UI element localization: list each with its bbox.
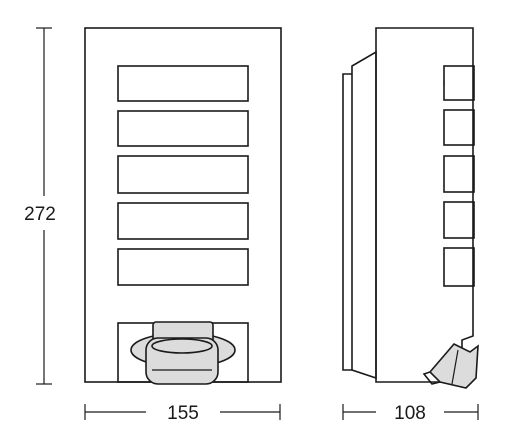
front-view [84, 27, 282, 385]
side-sensor-mount [422, 371, 441, 385]
front-slat-3 [117, 155, 249, 194]
side-sensor-head [428, 343, 479, 389]
front-sensor-lens-edge [151, 338, 213, 354]
side-slat-3 [443, 155, 475, 193]
depth-label: 108 [394, 403, 426, 424]
front-slat-2 [117, 110, 249, 147]
depth-dimension: 108 [342, 403, 479, 424]
side-housing [375, 27, 474, 383]
side-sensor-seam [451, 349, 459, 385]
side-view [342, 27, 479, 389]
side-slat-4 [443, 201, 475, 239]
front-sensor-head [145, 337, 219, 385]
side-slat-2 [443, 109, 475, 146]
side-motion-sensor [422, 343, 479, 389]
front-slat-1 [117, 65, 249, 102]
side-slat-1 [443, 65, 475, 101]
front-slat-5 [117, 248, 249, 286]
front-slat-4 [117, 202, 249, 240]
height-dimension: 272 [24, 27, 56, 385]
front-motion-sensor [130, 321, 236, 385]
side-back-plate [351, 50, 377, 380]
width-dimension: 155 [84, 403, 281, 424]
width-label: 155 [167, 403, 199, 424]
height-label: 272 [24, 204, 56, 225]
side-back-plate-outer [342, 73, 352, 371]
side-slat-5 [443, 247, 475, 287]
